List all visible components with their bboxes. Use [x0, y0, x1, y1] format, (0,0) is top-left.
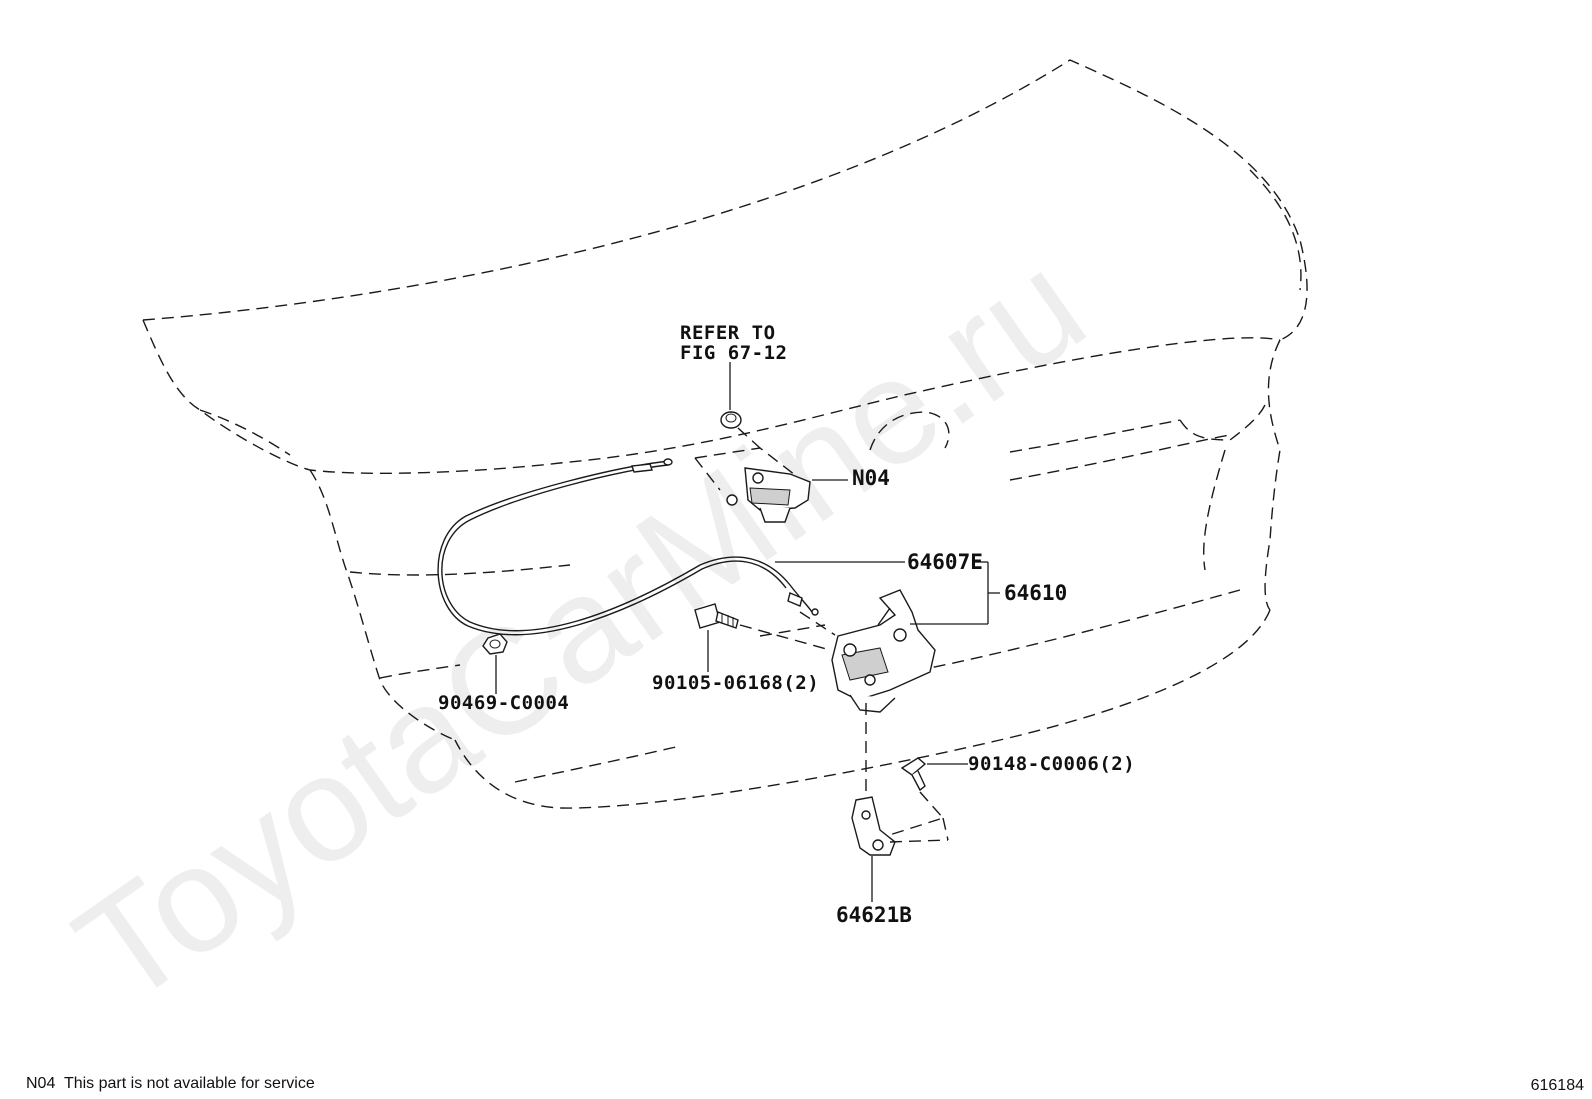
part-90148-label: 90148-C0006(2) — [968, 753, 1135, 775]
watermark: ToyotaCarMine.ru — [47, 220, 1113, 1037]
footer-note: N04 This part is not available for servi… — [26, 1075, 315, 1092]
cable-64607e-part — [437, 458, 905, 636]
n04-label: N04 — [852, 466, 890, 490]
part-90105-label: 90105-06168(2) — [652, 672, 819, 694]
refer-fig-label: FIG 67-12 — [680, 342, 787, 364]
part-64621b-label: 64621B — [836, 903, 912, 927]
part-90469-label: 90469-C0004 — [438, 692, 569, 714]
trunk-lid-outline — [142, 59, 1308, 809]
refer-to-label: REFER TO — [680, 322, 776, 344]
illustration-number: 616184 — [1531, 1077, 1584, 1094]
refer-nut-part — [694, 362, 813, 491]
clip-90469-part — [482, 633, 508, 694]
callout-labels: REFER TO FIG 67-12 N04 64607E 64610 9010… — [438, 322, 1135, 927]
bracket-64621b-part — [851, 796, 949, 902]
part-64607e-label: 64607E — [907, 550, 983, 574]
screw-90148-part — [879, 757, 968, 841]
part-64610-label: 64610 — [1004, 581, 1067, 605]
bolt-90105-part — [694, 603, 836, 672]
n04-lock-part — [726, 467, 848, 523]
lock-assembly-64610-part — [831, 561, 1000, 800]
